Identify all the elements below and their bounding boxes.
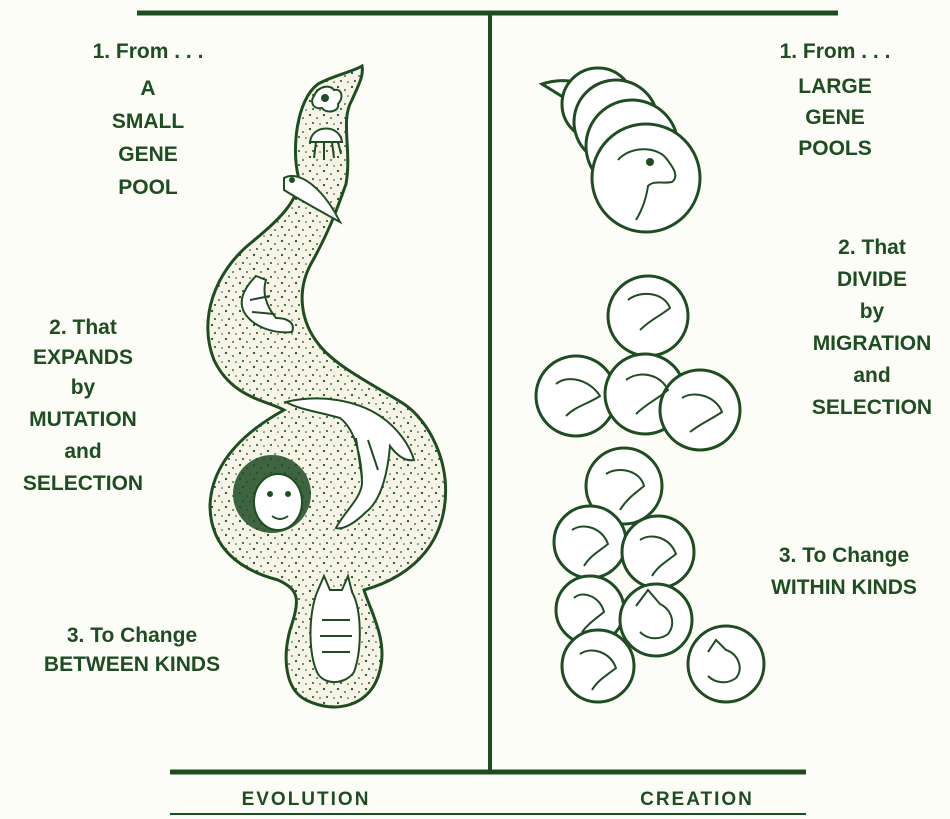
cre-step1-line2: LARGE — [798, 75, 872, 98]
cre-step3-line2: WITHIN KINDS — [771, 576, 917, 599]
evo-step2-line4: MUTATION — [29, 408, 137, 431]
evo-step1-line2: A — [140, 77, 155, 100]
cre-step1-line3: GENE — [805, 106, 865, 129]
creation-gene-pools-stack — [542, 68, 700, 232]
cre-step2-line6: SELECTION — [812, 396, 932, 419]
cre-step1-line1: 1. From . . . — [780, 40, 891, 63]
cre-step1-line4: POOLS — [798, 137, 872, 160]
human-face-icon — [234, 456, 310, 532]
evo-step2-line2: EXPANDS — [33, 346, 133, 369]
creation-many-pools — [554, 448, 764, 702]
evo-step1-line5: POOL — [118, 176, 178, 199]
evo-step1-line3: SMALL — [112, 110, 184, 133]
cre-step2-line2: DIVIDE — [837, 268, 907, 291]
cat-icon — [311, 576, 360, 682]
cre-step2-line5: and — [853, 364, 890, 387]
evo-step3-line1: 3. To Change — [67, 624, 197, 647]
evo-step2-line1: 2. That — [49, 316, 117, 339]
footer-evolution: EVOLUTION — [242, 789, 371, 810]
footer-creation: CREATION — [640, 789, 754, 810]
cre-step2-line3: by — [860, 300, 885, 323]
amoeba-icon — [312, 87, 341, 112]
evo-step2-line3: by — [71, 376, 96, 399]
cre-step3-line1: 3. To Change — [779, 544, 909, 567]
evo-step1-line4: GENE — [118, 143, 178, 166]
evo-step3-line2: BETWEEN KINDS — [44, 653, 220, 676]
evo-step1-line1: 1. From . . . — [93, 40, 204, 63]
cre-step2-line1: 2. That — [838, 236, 906, 259]
evo-step2-line6: SELECTION — [23, 472, 143, 495]
cre-step2-line4: MIGRATION — [813, 332, 932, 355]
evo-step2-line5: and — [64, 440, 101, 463]
creation-divided-pools — [536, 276, 740, 450]
